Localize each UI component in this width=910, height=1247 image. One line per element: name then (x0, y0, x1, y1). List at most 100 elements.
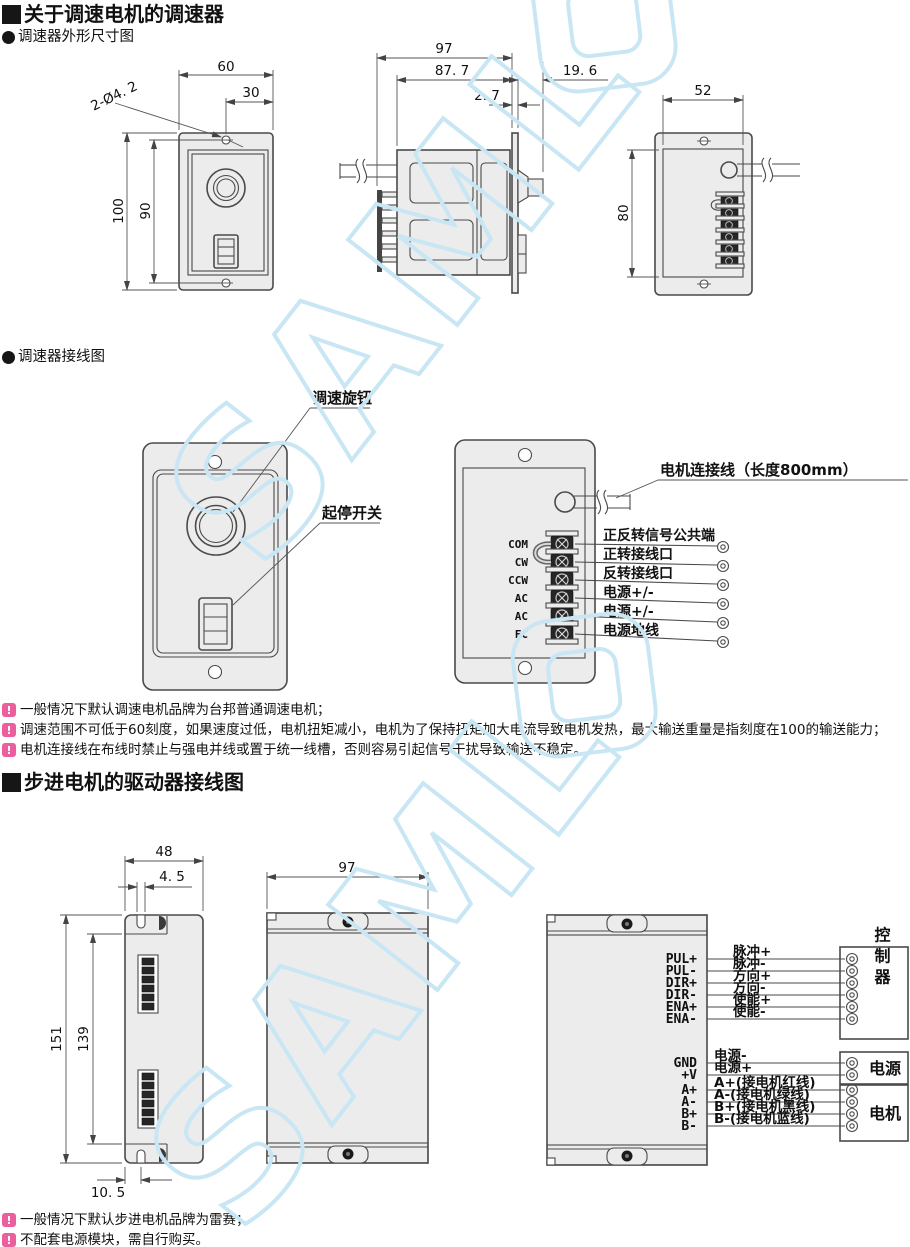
dim-side-plate: 2. 7 (474, 88, 500, 104)
dim-front-hole-offset: 30 (242, 85, 259, 101)
wire-label: A-(接电机绿线) (714, 1086, 810, 1103)
driver-pin: B+ (681, 1107, 697, 1122)
terminal-name: COM (508, 538, 528, 551)
terminal-desc: 电源+/- (603, 584, 654, 601)
note-text: 一般情况下默认步进电机品牌为雷赛； (20, 1212, 250, 1228)
controller-box-label: 控制器 (872, 926, 892, 990)
controller-wiring-diagram: 调速旋钮 起停开关 电机连接线（长度800mm） (142, 390, 908, 691)
outline-dimension-drawing: 60 30 2-Ø4. 2 100 90 (88, 41, 800, 296)
dim-driver-front-width: 97 (338, 860, 355, 876)
driver-connector-upper (137, 954, 159, 1014)
dim-side-total: 97 (435, 41, 452, 57)
driver-pin: ENA- (666, 1012, 697, 1027)
dim-back-width: 52 (694, 83, 711, 99)
note-row: 一般情况下默认步进电机品牌为雷赛； (2, 1212, 907, 1229)
driver-connector-lower (137, 1069, 159, 1129)
dim-back-height: 80 (616, 204, 632, 221)
terminal-desc: 正转接线口 (603, 546, 673, 563)
terminal-name: CW (515, 556, 529, 569)
controller-back-view: 52 80 (616, 83, 800, 296)
warning-icon (2, 1213, 16, 1227)
driver-pin: ENA+ (666, 1000, 697, 1015)
outline-subheading: 调速器外形尺寸图 (2, 28, 134, 46)
back-terminal-block (710, 191, 745, 269)
terminal-desc: 反转接线口 (603, 565, 673, 582)
terminal-name: CCW (508, 574, 528, 587)
knob-label: 调速旋钮 (312, 390, 372, 407)
dim-driver-height: 151 (49, 1026, 65, 1052)
motor-box-label: 电机 (869, 1104, 901, 1123)
driver-pin: A+ (681, 1083, 697, 1098)
note-row: 不配套电源模块，需自行购买。 (2, 1232, 907, 1247)
driver-pin: PUL- (666, 964, 697, 979)
outline-subtitle: 调速器外形尺寸图 (18, 29, 134, 45)
driver-front-view: 97 (266, 860, 429, 1164)
section1-title: 关于调速电机的调速器 (24, 2, 224, 26)
wiring-subtitle: 调速器接线图 (18, 349, 105, 365)
stepper-notes: 一般情况下默认步进电机品牌为雷赛； 不配套电源模块，需自行购买。 (2, 1212, 907, 1247)
note-text: 不配套电源模块，需自行购买。 (20, 1232, 209, 1247)
power-motor-wires: 电源- 电源+ A+(接电机红线) A-(接电机绿线) B+(接电机黑线) B-… (707, 1047, 859, 1133)
bullet-circle-icon (2, 30, 15, 44)
dim-side-knob: 19. 6 (563, 63, 597, 79)
stepper-driver-diagram: 48 4. 5 151 139 10. 5 97 (49, 844, 909, 1200)
terminal-desc: 电源+/- (603, 603, 654, 620)
wire-label: 方向- (733, 979, 766, 996)
driver-pin: DIR- (666, 988, 697, 1003)
dim-front-hole-note: 2-Ø4. 2 (88, 78, 140, 114)
terminal-name: AC (515, 592, 528, 605)
warning-icon (2, 723, 16, 737)
section-square-marker (2, 5, 21, 24)
wire-label: 电源- (714, 1047, 747, 1064)
dim-driver-slot-offset: 10. 5 (91, 1185, 125, 1200)
wire-label: B+(接电机黑线) (714, 1098, 815, 1115)
wire-label: 脉冲- (732, 955, 766, 972)
driver-pin: +V (681, 1068, 697, 1083)
speed-notes: 一般情况下默认调速电机品牌为台邦普通调速电机； 调速范围不可低于60刻度，如果速… (2, 702, 907, 762)
driver-pin: A- (681, 1095, 697, 1110)
switch-label: 起停开关 (321, 504, 382, 522)
control-wires: 脉冲+ 脉冲- 方向+ 方向- 使能+ 使能- (707, 943, 859, 1026)
terminal-name: AC (515, 610, 528, 623)
dim-front-inner-height: 90 (138, 202, 154, 219)
controller-side-view: 97 87. 7 2. 7 19. 6 (339, 41, 608, 294)
warning-icon (2, 1233, 16, 1247)
note-text: 一般情况下默认调速电机品牌为台邦普通调速电机； (20, 702, 331, 718)
terminal-desc: 正反转信号公共端 (603, 527, 715, 544)
controller-front-view: 60 30 2-Ø4. 2 100 90 (88, 59, 274, 291)
wire-label: 方向+ (733, 967, 771, 984)
wiring-subheading: 调速器接线图 (2, 348, 105, 366)
dim-side-body: 87. 7 (435, 63, 469, 79)
driver-side-view: 48 4. 5 151 139 10. 5 (49, 844, 204, 1200)
terminal-descriptions: 正反转信号公共端 正转接线口 反转接线口 电源+/- 电源+/- 电源地线 (574, 527, 730, 649)
power-box-label: 电源 (869, 1059, 901, 1078)
wire-label: 使能+ (732, 991, 771, 1008)
warning-icon (2, 703, 16, 717)
wire-label: B-(接电机蓝线) (714, 1110, 810, 1127)
terminal-desc: 电源地线 (603, 622, 659, 639)
wiring-back-panel: 电机连接线（长度800mm） COM CW (454, 439, 908, 684)
note-text: 电机连接线在布线时禁止与强电并线或置于统一线槽，否则容易引起信号干扰导致输送不稳… (20, 742, 587, 758)
note-row: 一般情况下默认调速电机品牌为台邦普通调速电机； (2, 702, 907, 719)
bullet-circle-icon (2, 350, 15, 364)
driver-pin: DIR+ (666, 976, 697, 991)
section2-title: 步进电机的驱动器接线图 (24, 770, 244, 794)
driver-pin: GND (674, 1056, 698, 1071)
driver-pin: PUL+ (666, 952, 697, 967)
dim-front-height: 100 (111, 198, 127, 224)
wire-label: 脉冲+ (732, 943, 771, 960)
driver-pin: B- (681, 1119, 697, 1134)
section2-heading: 步进电机的驱动器接线图 (2, 770, 244, 794)
note-row: 电机连接线在布线时禁止与强电并线或置于统一线槽，否则容易引起信号干扰导致输送不稳… (2, 742, 907, 759)
wire-label: A+(接电机红线) (714, 1074, 816, 1091)
section-square-marker (2, 773, 21, 792)
note-text: 调速范围不可低于60刻度，如果速度过低，电机扭矩减小，电机为了保持扭矩加大电流导… (20, 722, 887, 738)
dim-driver-slot-width: 4. 5 (159, 869, 185, 885)
dim-driver-inner-height: 139 (76, 1026, 92, 1052)
dim-driver-width: 48 (155, 844, 172, 860)
wiring-front-panel: 调速旋钮 起停开关 (142, 390, 382, 691)
dim-front-width: 60 (217, 59, 234, 75)
section1-heading: 关于调速电机的调速器 (2, 2, 224, 26)
warning-icon (2, 743, 16, 757)
